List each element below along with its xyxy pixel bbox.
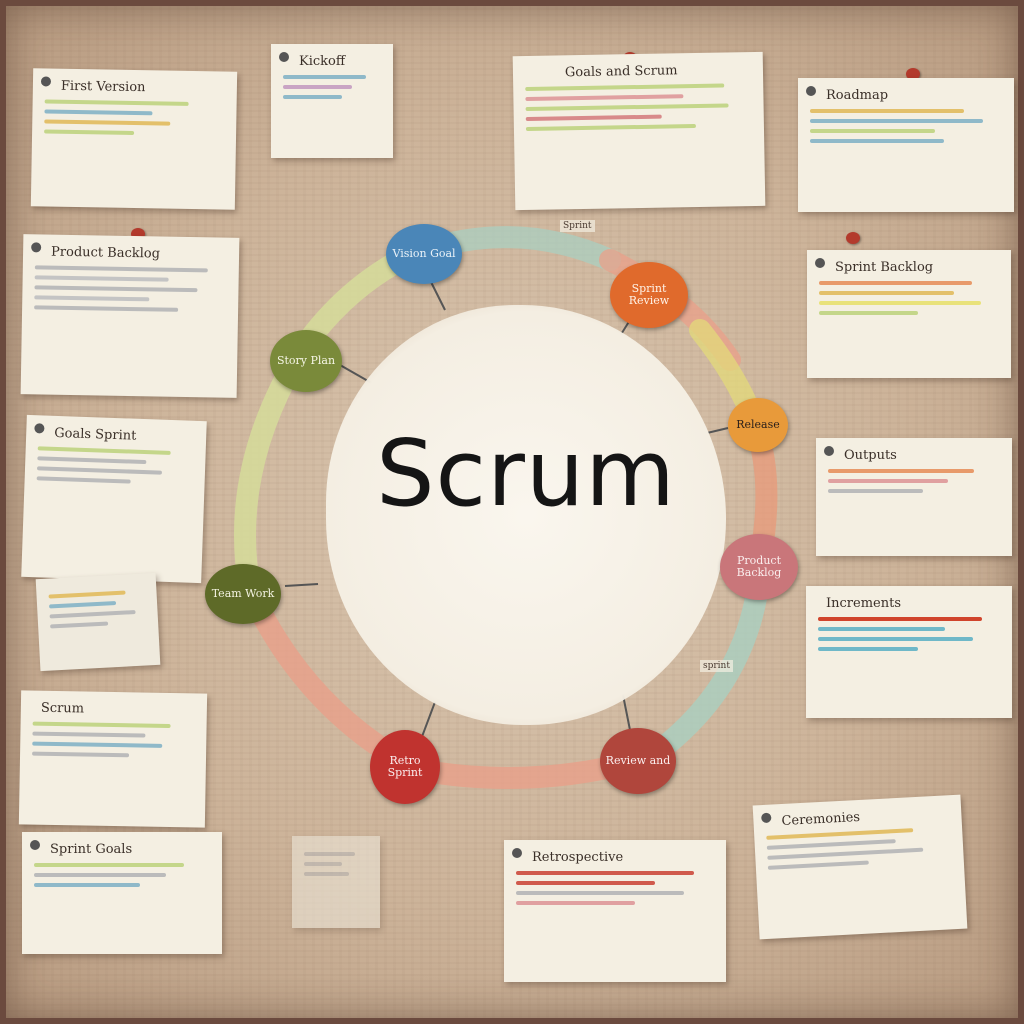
note-title: Roadmap [826,88,889,103]
note-kickoff[interactable]: Kickoff [271,44,393,158]
note-increments[interactable]: Increments [806,586,1012,718]
note-outputs[interactable]: Outputs [816,438,1012,556]
cycle-node-release[interactable]: Release [728,398,788,452]
cycle-node-retro[interactable]: Retro Sprint [370,730,440,804]
note-faint-card [292,836,380,928]
note-retrospective[interactable]: Retrospective [504,840,726,982]
pin-icon [512,848,522,858]
note-sprint-backlog[interactable]: Sprint Backlog [807,250,1011,378]
note-title: Sprint Backlog [835,260,934,275]
note-sprint-goals[interactable]: Sprint Goals [22,832,222,954]
cycle-node-vision[interactable]: Vision Goal [386,224,462,284]
cycle-node-review[interactable]: Review and [600,728,676,794]
note-roadmap[interactable]: Roadmap [798,78,1014,212]
pin-icon [824,446,834,456]
cycle-node-product-backlog[interactable]: Product Backlog [720,534,798,600]
pin-icon [815,258,825,268]
center-paper [326,305,726,725]
scrum-title: Scrum [376,420,676,527]
pin-icon [846,232,860,244]
note-title: Increments [826,596,901,611]
pin-icon [30,840,40,850]
cycle-tag-top: Sprint [560,220,595,232]
cycle-node-team[interactable]: Team Work [205,564,281,624]
cycle-node-sprint-review[interactable]: Sprint Review [610,262,688,328]
cycle-node-story[interactable]: Story Plan [270,330,342,392]
note-title: Retrospective [532,850,624,865]
note-title: Kickoff [299,54,346,69]
pin-icon [279,52,289,62]
note-title: Outputs [844,448,897,463]
note-title: Sprint Goals [50,842,133,857]
cycle-tag-right: sprint [700,660,733,672]
pin-icon [806,86,816,96]
pin-icon [906,68,920,80]
